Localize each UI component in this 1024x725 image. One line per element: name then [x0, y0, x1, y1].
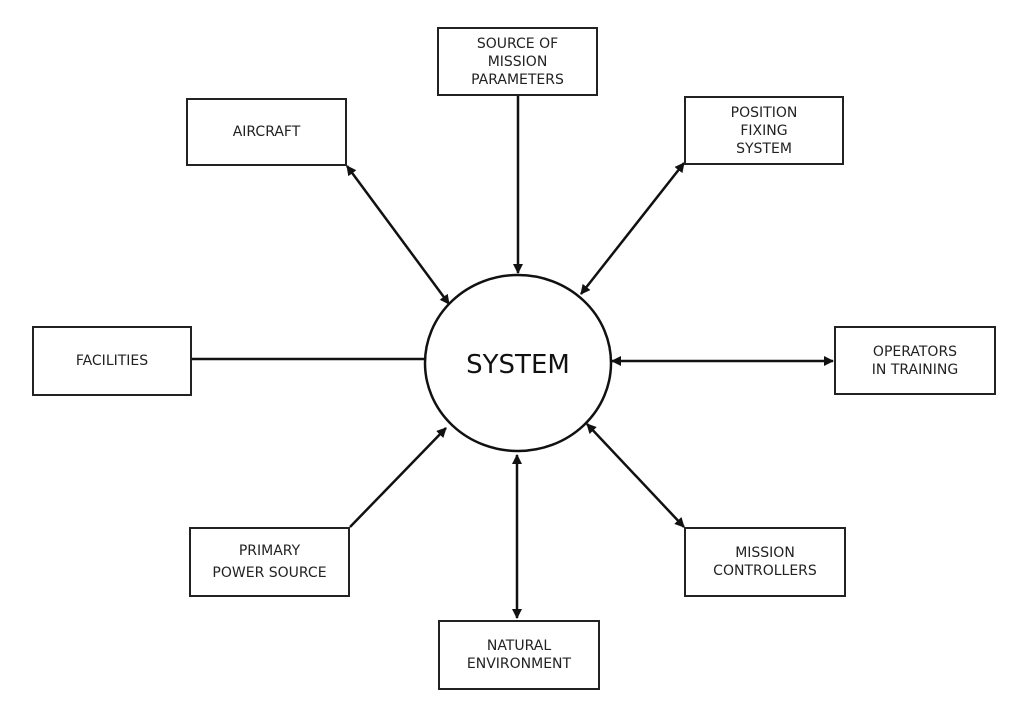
connector-position-fixing: [580, 162, 685, 295]
node-position-fixing-line-3: SYSTEM: [736, 140, 792, 157]
node-mission-parameters-line-3: PARAMETERS: [471, 71, 564, 88]
node-mission-parameters-line-2: MISSION: [487, 53, 548, 70]
node-natural-environment: NATURAL ENVIRONMENT: [438, 620, 600, 690]
node-facilities: FACILITIES: [32, 326, 192, 396]
node-position-fixing: POSITION FIXING SYSTEM: [684, 96, 844, 165]
node-primary-power-line-1: PRIMARY: [238, 543, 301, 559]
connector-primary-power: [349, 427, 447, 528]
node-natural-environment-line-2: ENVIRONMENT: [466, 656, 572, 672]
node-position-fixing-line-1: POSITION: [730, 104, 798, 121]
node-operators-training-line-1: OPERATORS: [872, 343, 958, 360]
connector-aircraft: [345, 165, 451, 305]
node-aircraft: AIRCRAFT: [186, 98, 347, 166]
node-facilities-line-1: FACILITIES: [75, 353, 149, 369]
node-mission-controllers-line-1: MISSION: [735, 545, 795, 561]
node-natural-environment-line-1: NATURAL: [486, 638, 552, 654]
node-position-fixing-line-2: FIXING: [740, 122, 788, 139]
node-primary-power-line-2: POWER SOURCE: [212, 565, 327, 581]
node-operators-training-line-2: IN TRAINING: [871, 361, 959, 378]
node-operators-training: OPERATORS IN TRAINING: [834, 326, 996, 395]
node-mission-parameters-line-1: SOURCE OF: [476, 35, 559, 52]
node-mission-controllers: MISSION CONTROLLERS: [684, 527, 846, 597]
system-label: SYSTEM: [466, 350, 570, 380]
node-mission-controllers-line-2: CONTROLLERS: [713, 563, 817, 579]
node-mission-parameters: SOURCE OF MISSION PARAMETERS: [437, 27, 598, 96]
node-aircraft-line-1: AIRCRAFT: [232, 124, 301, 140]
node-primary-power: PRIMARY POWER SOURCE: [189, 527, 350, 597]
connector-mission-controllers: [586, 423, 685, 528]
